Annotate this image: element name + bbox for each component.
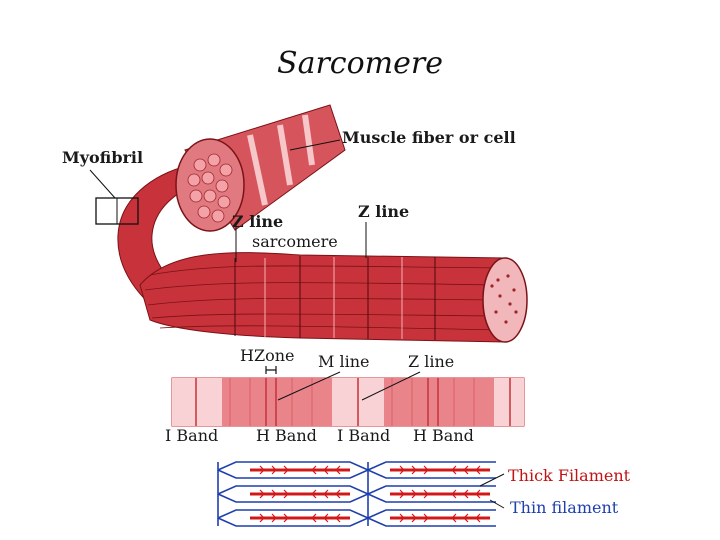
sarcomere-band-strip [171, 366, 525, 427]
label-thick-filament: Thick Filament [508, 466, 631, 485]
myofibril-bundle [139, 252, 528, 343]
label-muscle-fiber: Muscle fiber or cell [342, 128, 516, 147]
filament-diagram [217, 461, 505, 527]
label-i-band-2: I Band [337, 426, 391, 445]
label-m-line: M line [318, 352, 370, 371]
label-h-band-1: H Band [256, 426, 317, 445]
label-z-line-right: Z line [358, 202, 410, 221]
label-i-band-1: I Band [165, 426, 219, 445]
label-z-line-band: Z line [408, 352, 455, 371]
label-thin-filament: Thin filament [510, 498, 619, 517]
label-h-band-2: H Band [413, 426, 474, 445]
label-h-zone: HZone [240, 346, 295, 365]
label-sarcomere: sarcomere [252, 232, 338, 251]
page-title: Sarcomere [277, 46, 443, 81]
muscle-fiber-cell [175, 104, 346, 232]
label-z-line-left: Z line [232, 212, 284, 231]
label-myofibril: Myofibril [62, 148, 144, 167]
